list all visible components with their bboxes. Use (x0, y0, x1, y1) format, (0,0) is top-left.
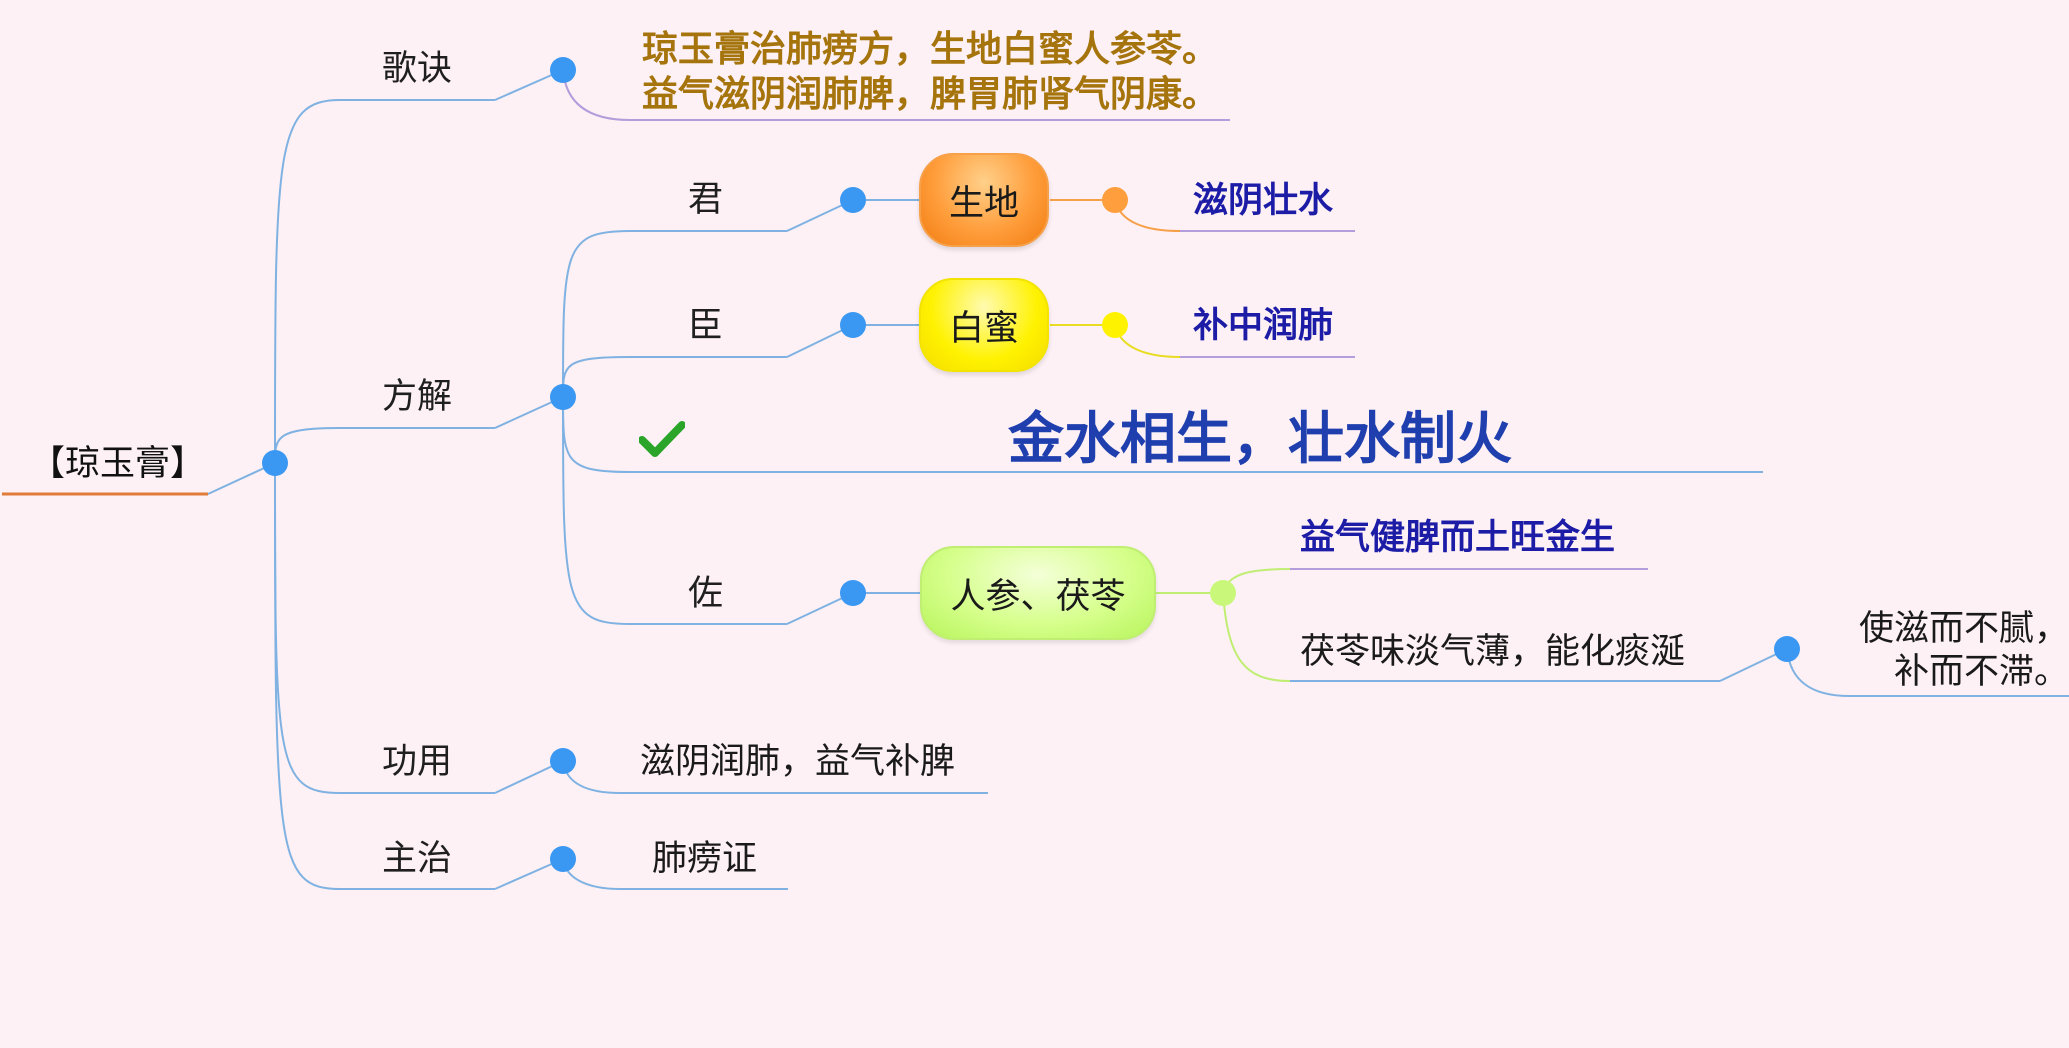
fuling-note[interactable]: 茯苓味淡气薄，能化痰涎 (1300, 632, 1686, 672)
herb-renshen-fuling-node[interactable]: 人参、茯苓 (920, 546, 1156, 640)
gejue-node-dot[interactable] (550, 57, 576, 83)
baimi-effect-dot[interactable] (1102, 312, 1128, 338)
zuo-effect-dot[interactable] (1210, 580, 1236, 606)
herb-baimi-node[interactable]: 白蜜 (919, 278, 1049, 372)
song-line-1: 琼玉膏治肺痨方，生地白蜜人参苓。 (642, 29, 1219, 70)
link-gejue (274, 99, 495, 464)
chen-node-dot[interactable] (840, 312, 866, 338)
herb-shengdi-node[interactable]: 生地 (919, 153, 1049, 247)
song-line-2: 益气滋阴润肺脾，脾胃肺肾气阴康。 (642, 74, 1219, 115)
root-node-dot[interactable] (262, 450, 288, 476)
effect-baimi: 补中润肺 (1193, 306, 1334, 346)
gongyong-text: 滋阴润肺，益气补脾 (640, 742, 956, 782)
result-line-2: 补而不滞。 (1893, 652, 2069, 692)
link-fangjie (274, 427, 495, 464)
gongyong-node-dot[interactable] (550, 748, 576, 774)
branch-fangjie-label[interactable]: 方解 (382, 377, 453, 417)
fangjie-node-dot[interactable] (550, 384, 576, 410)
branch-gongyong-label[interactable]: 功用 (382, 742, 453, 782)
role-chen-label[interactable]: 臣 (688, 306, 724, 346)
summary-text: 金水相生，壮水制火 (1008, 407, 1512, 472)
role-zuo-label[interactable]: 佐 (688, 574, 724, 614)
root-label[interactable]: 【琼玉膏】 (30, 444, 206, 484)
effect-shengdi: 滋阴壮水 (1193, 181, 1334, 221)
effect-renshen-fuling: 益气健脾而土旺金生 (1300, 518, 1616, 558)
herb-renshen-fuling-label: 人参、茯苓 (950, 576, 1126, 617)
branch-zhuzhi-label[interactable]: 主治 (382, 839, 453, 879)
shengdi-effect-dot[interactable] (1102, 187, 1128, 213)
check-mark-icon (639, 421, 685, 457)
result-line-1: 使滋而不腻， (1859, 609, 2069, 649)
jun-node-dot[interactable] (840, 187, 866, 213)
herb-baimi-label: 白蜜 (948, 308, 1019, 349)
fuling-node-dot[interactable] (1774, 636, 1800, 662)
role-jun-label[interactable]: 君 (688, 180, 724, 220)
zuo-node-dot[interactable] (840, 580, 866, 606)
branch-gejue-label[interactable]: 歌诀 (382, 49, 453, 89)
herb-shengdi-label: 生地 (948, 183, 1019, 224)
zhuzhi-text: 肺痨证 (652, 839, 758, 879)
link-zhuzhi (274, 462, 495, 890)
zhuzhi-node-dot[interactable] (550, 846, 576, 872)
